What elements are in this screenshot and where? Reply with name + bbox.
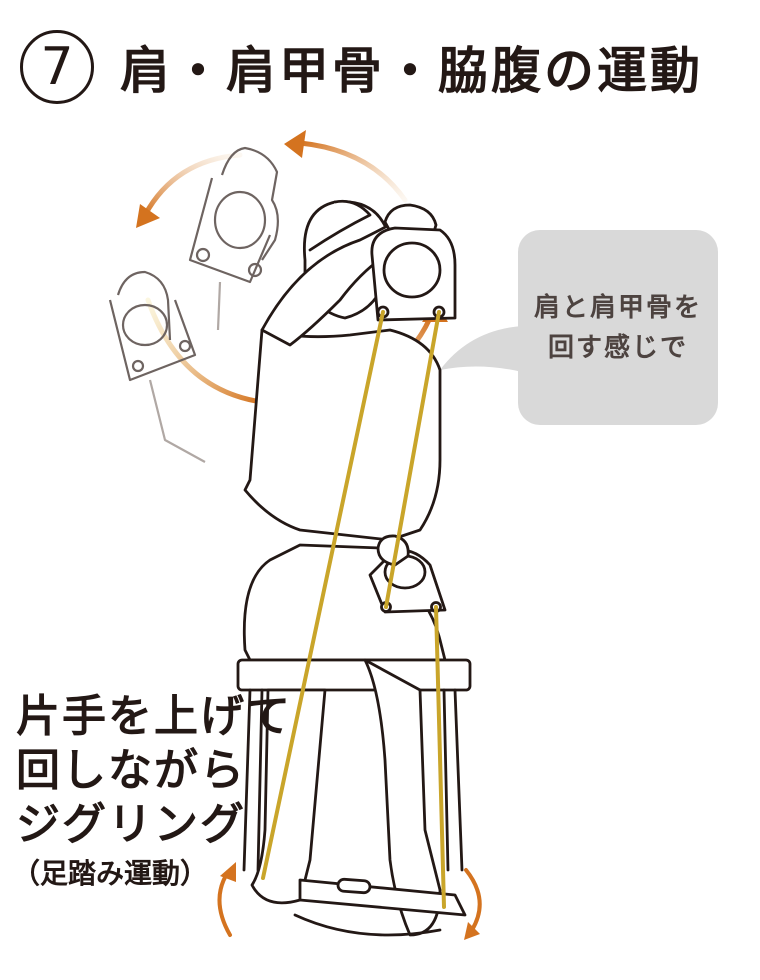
- bubble-line: 肩と肩甲骨を: [533, 292, 702, 323]
- ghost-arm-upper: [188, 146, 279, 331]
- seated-figure: [236, 199, 472, 937]
- bubble-line: 回す感じで: [547, 332, 688, 363]
- page-title: 7 肩・肩甲骨・脇腹の運動: [20, 22, 703, 112]
- bubble-tail: [440, 326, 522, 372]
- ghost-arm-lower: [108, 270, 206, 463]
- caption-line: 片手を上げて: [16, 691, 292, 742]
- caption-line: ジグリング: [16, 799, 246, 850]
- caption-subtext: （足踏み運動）: [12, 857, 209, 890]
- speech-bubble: 肩と肩甲骨を 回す感じで: [518, 230, 718, 425]
- instruction-caption: 片手を上げて 回しながら ジグリング （足踏み運動）: [12, 690, 292, 896]
- elastic-band: [261, 310, 446, 909]
- title-text: 肩・肩甲骨・脇腹の運動: [120, 42, 703, 100]
- caption-line: 回しながら: [16, 745, 246, 796]
- step-number-badge: 7: [20, 30, 94, 104]
- foot-arrow-heads: [220, 862, 480, 940]
